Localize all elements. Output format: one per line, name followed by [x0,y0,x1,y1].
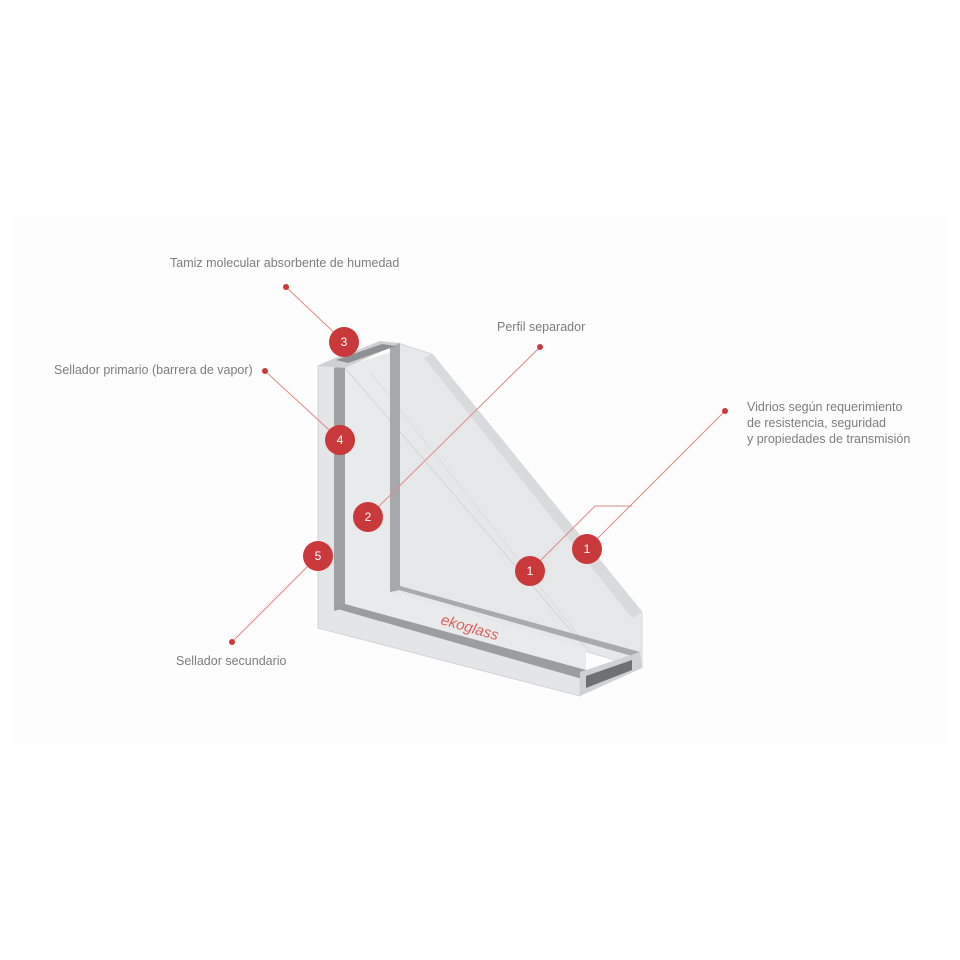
marker-3: 3 [329,327,359,357]
leader-dots [229,284,728,645]
spacer-profile-right [390,343,400,592]
svg-text:4: 4 [337,433,344,447]
svg-text:1: 1 [584,542,591,556]
leader-line-4 [264,370,341,441]
svg-text:5: 5 [315,549,322,563]
marker-5: 5 [303,541,333,571]
spacer-profile-left [334,364,345,611]
marker-1-inner: 1 [515,556,545,586]
leader-line-5 [231,555,319,643]
leader-dot [537,344,543,350]
leader-dot [283,284,289,290]
top-cap-dark [336,344,396,363]
leader-lines [231,286,726,643]
label-vidrios: Vidrios según requerimiento de resistenc… [747,399,910,447]
leader-line-1b [586,410,726,550]
marker-1-outer: 1 [572,534,602,564]
svg-text:1: 1 [527,564,534,578]
label-vidrios-line-3: y propiedades de transmisión [747,432,911,446]
label-vidrios-line-1: Vidrios según requerimiento [747,400,903,414]
marker-4: 4 [325,425,355,455]
marker-2: 2 [353,502,383,532]
reflection-line [344,367,587,649]
svg-text:2: 2 [365,510,372,524]
leader-dot [229,639,235,645]
label-sellador-primario: Sellador primario (barrera de vapor) [54,363,253,377]
label-sellador-secundario: Sellador secundario [176,654,287,668]
label-perfil-separador: Perfil separador [497,320,586,334]
svg-text:3: 3 [341,335,348,349]
air-cavity [345,352,586,670]
label-tamiz-molecular: Tamiz molecular absorbente de humedad [170,256,400,270]
leader-dot [262,368,268,374]
spacer-profile-bottom-inner [392,586,640,656]
label-vidrios-line-2: de resistencia, seguridad [747,416,886,430]
bottom-right-cap-dark [586,660,632,688]
leader-dot [722,408,728,414]
leader-line-1a [529,505,632,572]
leader-line-2 [367,346,541,518]
reflection-line [369,371,591,651]
spacer-profile-bottom [334,604,586,680]
